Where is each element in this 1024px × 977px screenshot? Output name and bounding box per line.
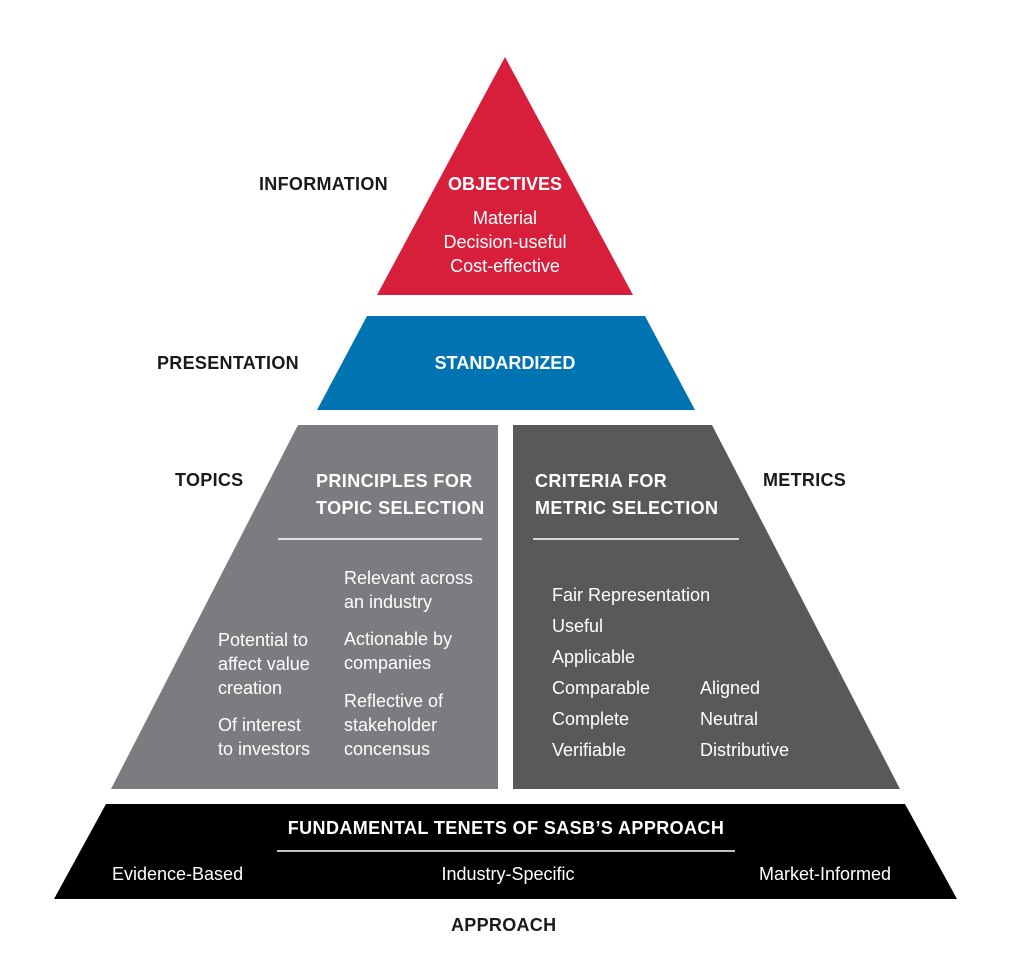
standardized-tier <box>317 316 695 410</box>
topic-principle-line: Reflective of <box>344 691 444 711</box>
metric-criteria-title-line1: CRITERIA FOR <box>535 471 668 491</box>
objectives-item: Material <box>472 208 538 228</box>
metric-criteria-title-line2: METRIC SELECTION <box>535 498 719 518</box>
topic-principle-line: to investors <box>218 739 311 759</box>
metrics-label: METRICS <box>763 470 847 490</box>
metric-criterion: Complete <box>552 709 630 729</box>
objectives-tier <box>377 57 633 295</box>
metric-criterion: Neutral <box>700 709 759 729</box>
topic-principle-line: concensus <box>344 739 431 759</box>
metrics-tier <box>513 425 900 789</box>
objectives-title: OBJECTIVES <box>447 174 563 194</box>
topic-principles-title-line2: TOPIC SELECTION <box>316 498 485 518</box>
topic-principle-line: Actionable by <box>344 629 453 649</box>
metric-criterion: Fair Representation <box>552 585 711 605</box>
tenet-industry-specific: Industry-Specific <box>441 864 575 884</box>
tenets-title: FUNDAMENTAL TENETS OF SASB’S APPROACH <box>287 818 725 838</box>
metric-criterion: Useful <box>552 616 604 636</box>
metric-criterion: Comparable <box>552 678 651 698</box>
objectives-item: Cost-effective <box>450 256 560 276</box>
topic-principle-item: Potential to affect value creation <box>218 628 310 700</box>
topic-principles-title-line1: PRINCIPLES FOR <box>316 471 473 491</box>
topic-principle-line: creation <box>218 678 283 698</box>
topic-principle-line: stakeholder <box>344 715 438 735</box>
topic-principle-item: Actionable by companies <box>344 627 452 675</box>
topics-tier <box>111 425 498 789</box>
objectives-item: Decision-useful <box>443 232 567 252</box>
metric-criterion: Aligned <box>700 678 761 698</box>
topic-principle-line: Potential to <box>218 630 309 650</box>
information-label: INFORMATION <box>259 174 388 194</box>
metric-criterion: Applicable <box>552 647 636 667</box>
tenet-evidence-based: Evidence-Based <box>112 864 244 884</box>
metric-criterion: Verifiable <box>552 740 627 760</box>
topic-principle-item: Reflective of stakeholder concensus <box>344 689 443 761</box>
metric-criteria-left-list: Fair Representation Useful Applicable Co… <box>552 580 710 766</box>
topic-principle-line: companies <box>344 653 432 673</box>
metric-criteria-title: CRITERIA FOR METRIC SELECTION <box>535 468 718 522</box>
topic-principle-item: Of interest to investors <box>218 713 310 761</box>
objectives-list: Material Decision-useful Cost-effective <box>405 206 605 278</box>
approach-label: APPROACH <box>451 915 557 935</box>
topic-principle-line: an industry <box>344 592 433 612</box>
standardized-title: STANDARDIZED <box>434 353 576 373</box>
topics-label: TOPICS <box>175 470 244 490</box>
tenet-market-informed: Market-Informed <box>759 864 892 884</box>
metric-criteria-right-list: Aligned Neutral Distributive <box>700 673 789 766</box>
presentation-label: PRESENTATION <box>157 353 299 373</box>
topic-principle-item: Relevant across an industry <box>344 566 473 614</box>
topic-principle-line: Of interest <box>218 715 302 735</box>
topic-principle-line: affect value <box>218 654 310 674</box>
topic-principle-line: Relevant across <box>344 568 474 588</box>
topic-principles-title: PRINCIPLES FOR TOPIC SELECTION <box>316 468 485 522</box>
metric-criterion: Distributive <box>700 740 790 760</box>
